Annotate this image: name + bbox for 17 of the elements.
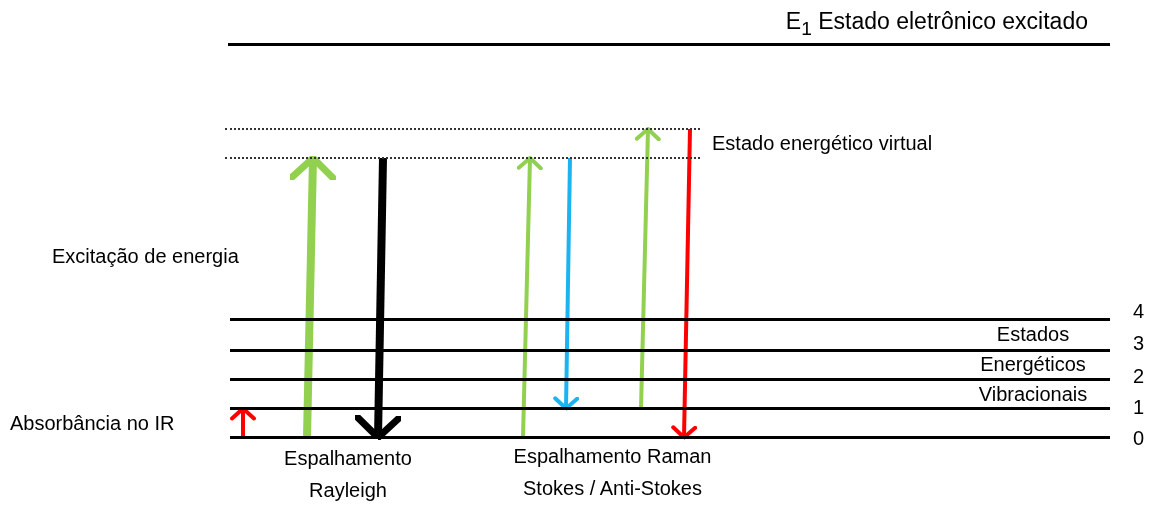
text-label: Espalhamento Raman Stokes / Anti-Stokes [512, 444, 713, 501]
level-number: 2 [1133, 364, 1145, 388]
arrow [516, 156, 543, 438]
text-label: Espalhamento Rayleigh [283, 446, 413, 503]
level-title: E$_{1}$ Estado eletrônico excitado [785, 9, 1088, 41]
virtual-level-line [225, 128, 700, 130]
level-number: 3 [1133, 331, 1145, 355]
arrow [353, 157, 403, 441]
arrow [634, 127, 661, 409]
level-number: 1 [1133, 395, 1145, 419]
virtual-level-line [225, 157, 700, 159]
text-label: Estados Energéticos Vibracionais [977, 322, 1089, 407]
level-number: 4 [1133, 299, 1145, 323]
text-label: Excitação de energia [52, 244, 240, 268]
text-label: Absorbância no IR [10, 411, 176, 435]
level-number: 0 [1133, 426, 1145, 450]
text-label: Estado energético virtual [712, 131, 934, 155]
